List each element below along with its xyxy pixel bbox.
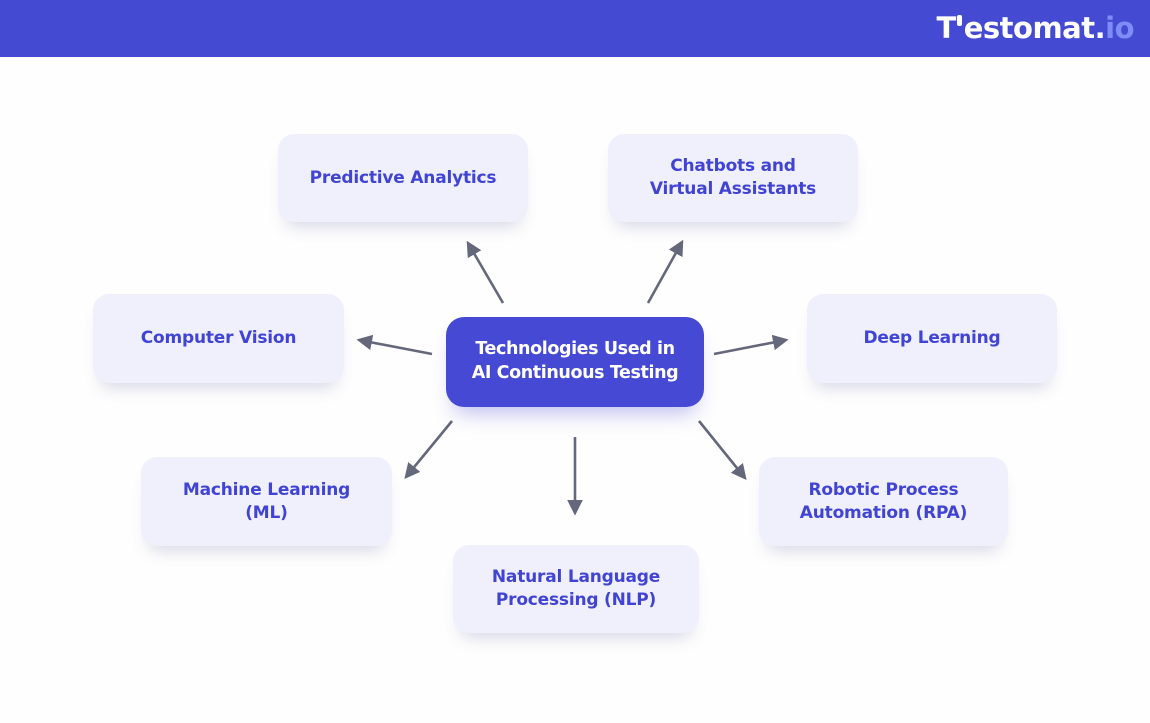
node-robotic-process-automation-rpa: Robotic Process Automation (RPA) xyxy=(759,457,1008,546)
logo-text-white: estomat. xyxy=(963,11,1106,45)
logo-text-first: T xyxy=(936,11,956,45)
node-machine-learning-ml: Machine Learning (ML) xyxy=(141,457,392,546)
logo-tick-mark xyxy=(956,15,962,26)
node-deep-learning: Deep Learning xyxy=(807,294,1057,383)
node-center-technologies: Technologies Used in AI Continuous Testi… xyxy=(446,317,704,407)
node-natural-language-processing-nlp: Natural Language Processing (NLP) xyxy=(453,545,699,633)
logo-text-accent: io xyxy=(1105,11,1134,45)
node-predictive-analytics: Predictive Analytics xyxy=(278,134,528,222)
node-chatbots-virtual-assistants: Chatbots and Virtual Assistants xyxy=(608,134,858,222)
node-computer-vision: Computer Vision xyxy=(93,294,344,383)
